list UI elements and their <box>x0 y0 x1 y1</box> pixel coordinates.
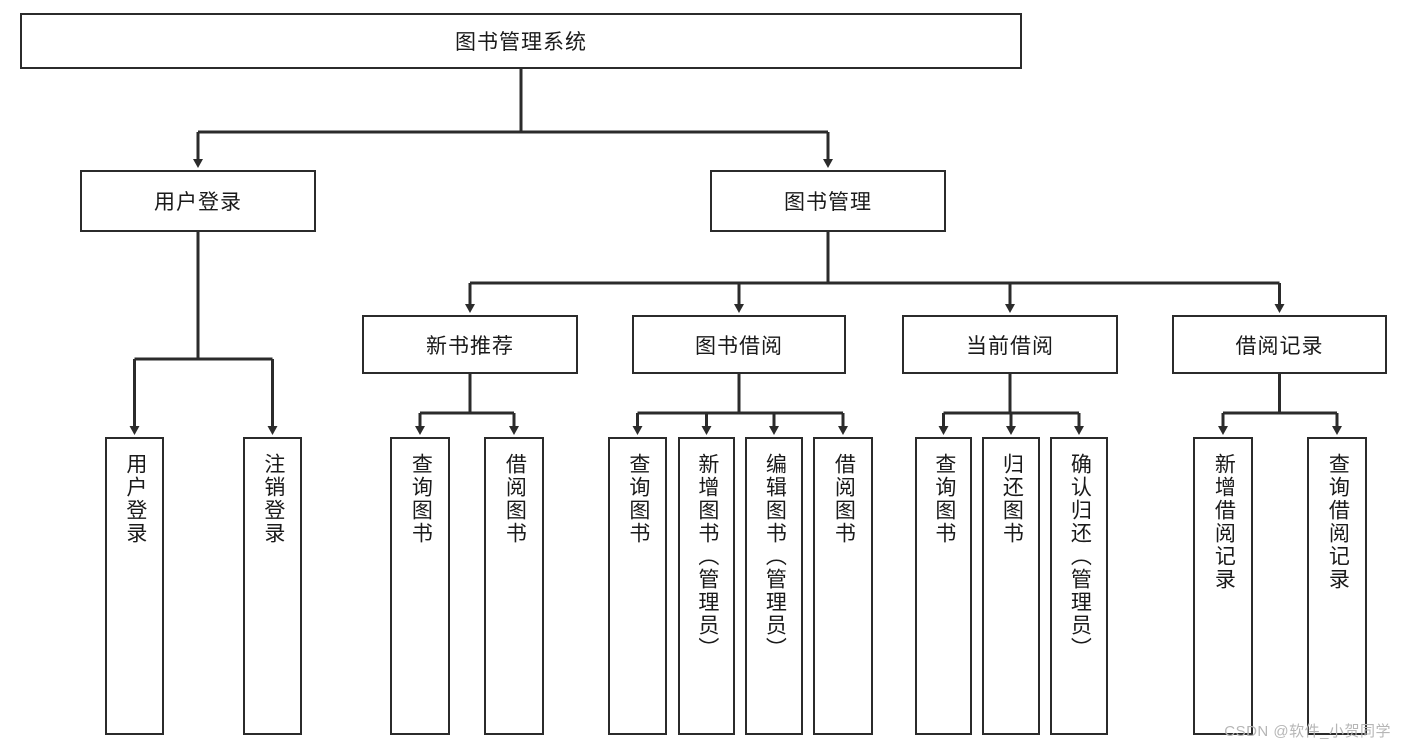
node-label: 当前借阅 <box>966 334 1054 358</box>
node-leaf-return-book[interactable]: 归还图书 <box>982 437 1040 735</box>
node-leaf-borrow-book-1[interactable]: 借阅图书 <box>484 437 544 735</box>
node-label: 新增借阅记录 <box>1212 453 1236 591</box>
node-label: 图书借阅 <box>695 334 783 358</box>
node-label: 确认归还（管理员） <box>1068 453 1092 660</box>
node-leaf-add-book[interactable]: 新增图书（管理员） <box>678 437 735 735</box>
node-label: 图书管理系统 <box>455 31 587 54</box>
node-label: 查询图书 <box>626 453 650 545</box>
node-leaf-confirm-return[interactable]: 确认归还（管理员） <box>1050 437 1108 735</box>
node-label: 编辑图书（管理员） <box>763 453 787 660</box>
node-label: 注销登录 <box>261 453 285 545</box>
node-label: 查询借阅记录 <box>1326 453 1350 591</box>
node-label: 借阅图书 <box>503 453 527 545</box>
node-label: 借阅图书 <box>832 453 856 545</box>
node-book-manage[interactable]: 图书管理 <box>710 170 946 232</box>
node-new-book-rec[interactable]: 新书推荐 <box>362 315 578 374</box>
node-label: 用户登录 <box>123 453 147 545</box>
node-user-login[interactable]: 用户登录 <box>80 170 316 232</box>
node-leaf-query-book-2[interactable]: 查询图书 <box>608 437 667 735</box>
node-label: 归还图书 <box>1000 453 1024 545</box>
node-label: 图书管理 <box>784 191 872 214</box>
node-leaf-borrow-book-2[interactable]: 借阅图书 <box>813 437 873 735</box>
node-leaf-query-book-3[interactable]: 查询图书 <box>915 437 972 735</box>
node-root[interactable]: 图书管理系统 <box>20 13 1022 69</box>
node-book-borrow[interactable]: 图书借阅 <box>632 315 846 374</box>
node-leaf-add-record[interactable]: 新增借阅记录 <box>1193 437 1253 735</box>
watermark-label: CSDN @软件_小贺同学 <box>1224 723 1391 740</box>
node-label: 用户登录 <box>154 191 242 214</box>
node-label: 新书推荐 <box>426 334 514 358</box>
node-label: 查询图书 <box>409 453 433 545</box>
node-leaf-query-record[interactable]: 查询借阅记录 <box>1307 437 1367 735</box>
node-current-borrow[interactable]: 当前借阅 <box>902 315 1118 374</box>
node-label: 查询图书 <box>932 453 956 545</box>
node-leaf-query-book-1[interactable]: 查询图书 <box>390 437 450 735</box>
node-label: 借阅记录 <box>1235 334 1324 358</box>
node-borrow-record[interactable]: 借阅记录 <box>1172 315 1387 374</box>
node-leaf-logout[interactable]: 注销登录 <box>243 437 302 735</box>
node-leaf-user-login[interactable]: 用户登录 <box>105 437 164 735</box>
node-leaf-edit-book[interactable]: 编辑图书（管理员） <box>745 437 803 735</box>
node-label: 新增图书（管理员） <box>695 453 719 660</box>
